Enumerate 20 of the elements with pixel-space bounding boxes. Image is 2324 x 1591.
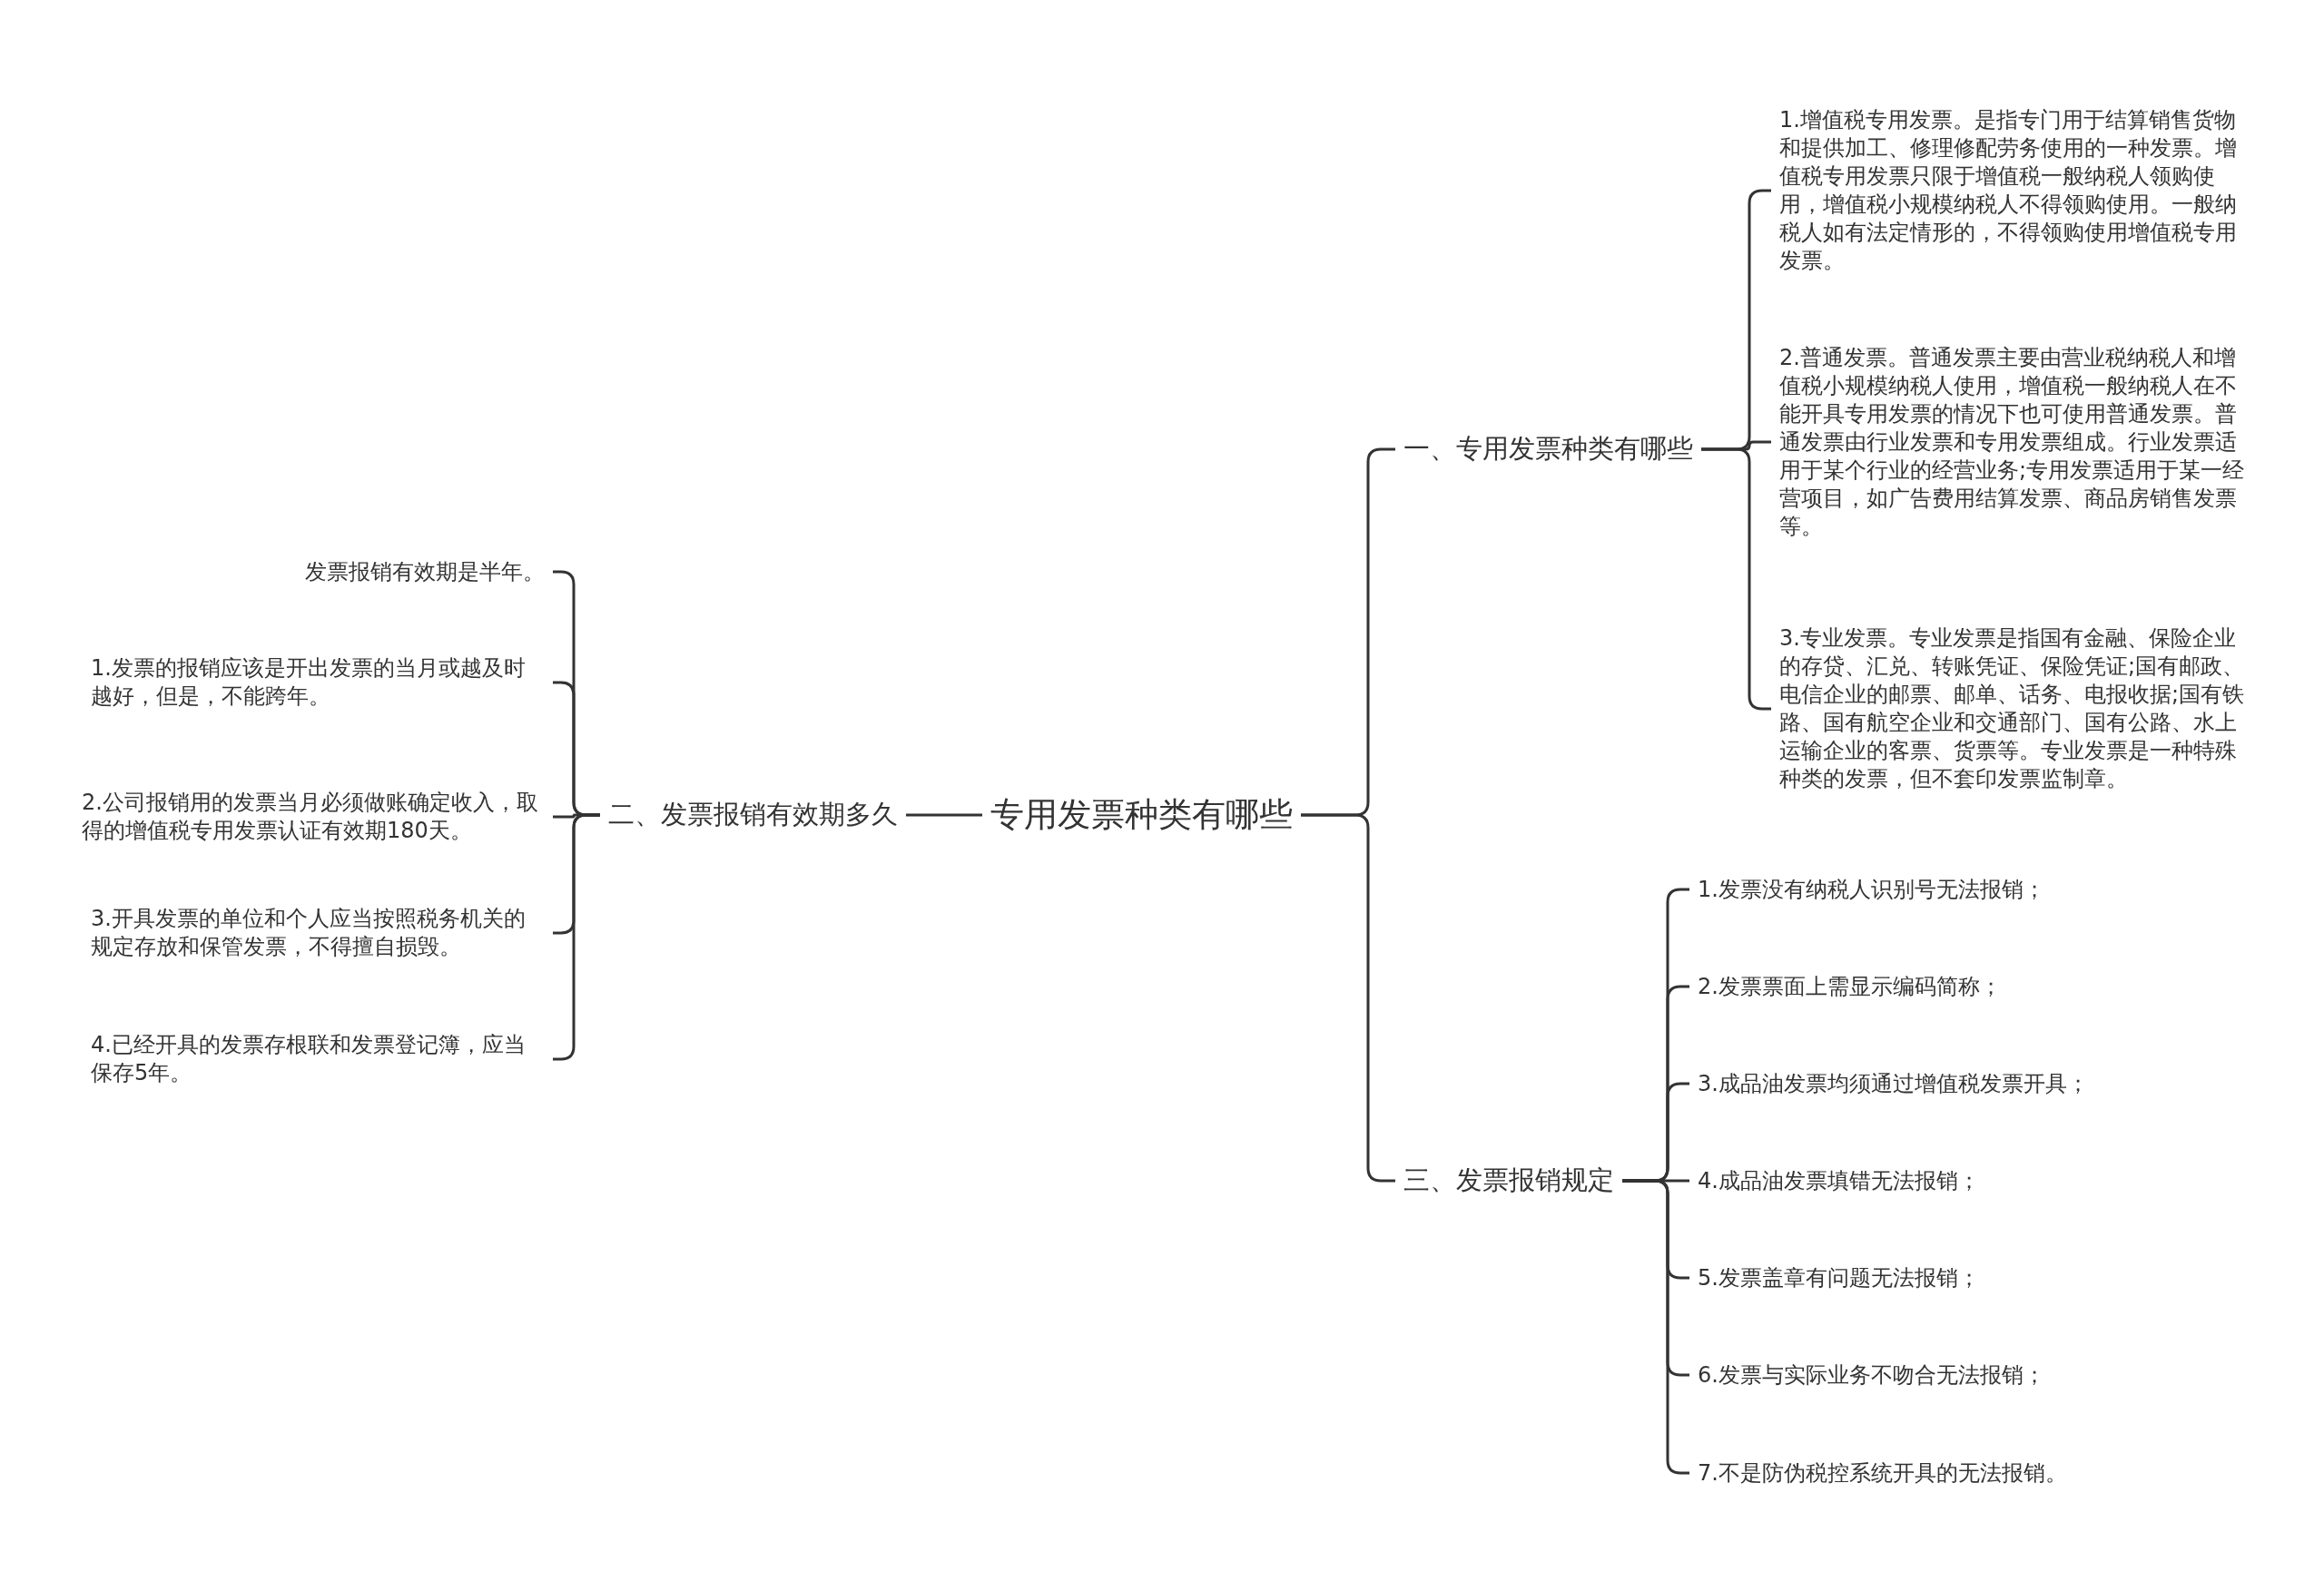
leaf-text: 6.发票与实际业务不吻合无法报销； (1698, 1360, 2045, 1390)
leaf-text: 2.发票票面上需显示编码简称； (1698, 972, 2002, 1001)
branch-topic: 一、专用发票种类有哪些 (1403, 431, 1693, 467)
central-topic: 专用发票种类有哪些 (990, 792, 1293, 838)
branch-topic: 二、发票报销有效期多久 (608, 797, 898, 833)
leaf-text: 1.增值税专用发票。是指专门用于结算销售货物和提供加工、修理修配劳务使用的一种发票。增值税专用发票只限于增值税一般纳税人领购使用，增值税小规模纳税人不得领购使用。一般纳税人如有法定情形的，不得领购使用增值税专用发票。 (1779, 106, 2247, 275)
branch-topic: 三、发票报销规定 (1403, 1163, 1614, 1199)
leaf-text: 7.不是防伪税控系统开具的无法报销。 (1698, 1458, 2067, 1488)
leaf-text: 2.公司报销用的发票当月必须做账确定收入，取得的增值税专用发票认证有效期180天。 (82, 789, 545, 845)
leaf-text: 3.成品油发票均须通过增值税发票开具； (1698, 1069, 2089, 1098)
leaf-text: 3.开具发票的单位和个人应当按照税务机关的规定存放和保管发票，不得擅自损毁。 (91, 905, 545, 961)
leaf-text: 发票报销有效期是半年。 (305, 557, 545, 586)
leaf-text: 4.成品油发票填错无法报销； (1698, 1166, 1980, 1195)
leaf-text: 1.发票的报销应该是开出发票的当月或越及时越好，但是，不能跨年。 (91, 654, 545, 711)
leaf-text: 5.发票盖章有问题无法报销； (1698, 1263, 1980, 1292)
leaf-text: 1.发票没有纳税人识别号无法报销； (1698, 875, 2045, 904)
leaf-text: 2.普通发票。普通发票主要由营业税纳税人和增值税小规模纳税人使用，增值税一般纳税人在不能开具专用发票的情况下也可使用普通发票。普通发票由行业发票和专用发票组成。行业发票适用于某个行业的经营业务;专用发票适用于某一经营项目，如广告费用结算发票、商品房销售发票等。 (1779, 343, 2247, 541)
leaf-text: 4.已经开具的发票存根联和发票登记簿，应当保存5年。 (91, 1031, 545, 1087)
leaf-text: 3.专业发票。专业发票是指国有金融、保险企业的存贷、汇兑、转账凭证、保险凭证;国有邮政、电信企业的邮票、邮单、话务、电报收据;国有铁路、国有航空企业和交通部门、国有公路、水上运输企业的客票、货票等。专业发票是一种特殊种类的发票，但不套印发票监制章。 (1779, 624, 2247, 793)
connector-line (906, 813, 982, 817)
